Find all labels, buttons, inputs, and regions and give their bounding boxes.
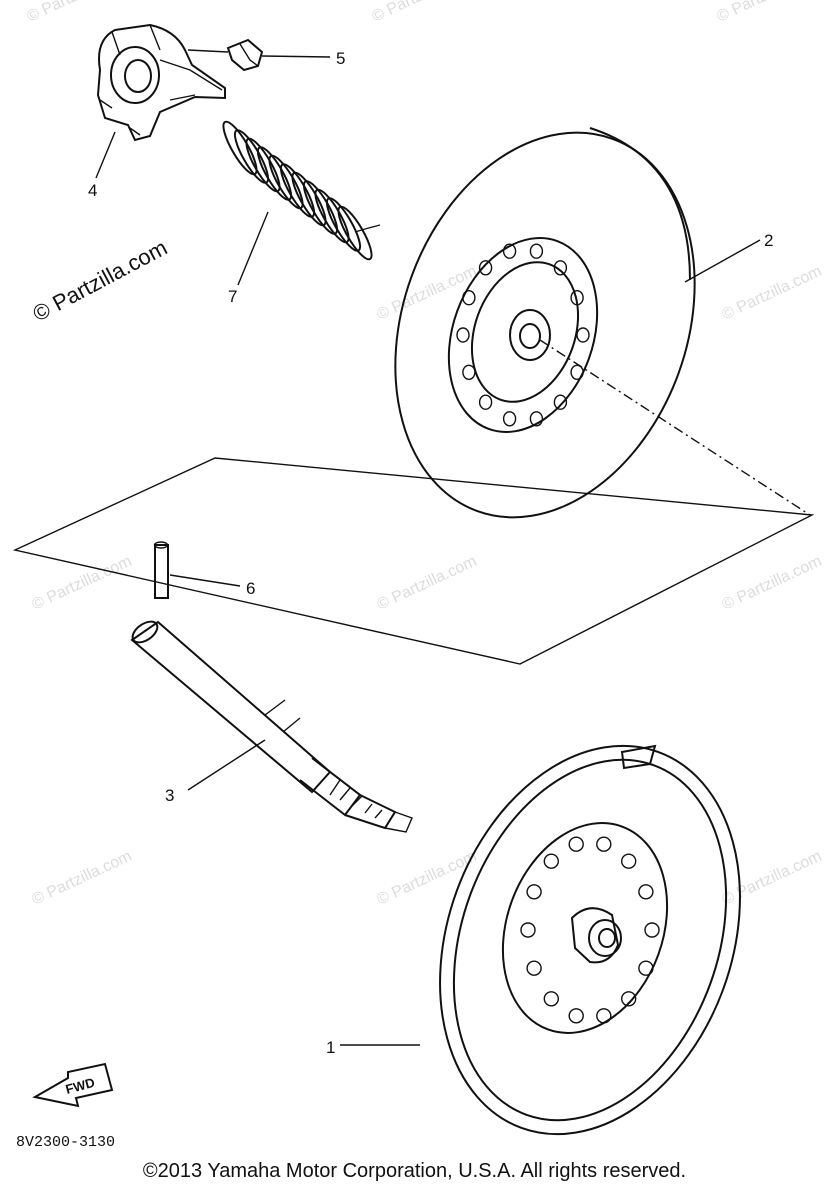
assembly-parallelogram [12,457,815,665]
watermark: © Partzilla.com [375,848,480,909]
callout-7: 7 [228,287,237,306]
watermark: © Partzilla.com [25,0,130,26]
callout-5: 5 [336,49,345,68]
fwd-arrow-icon: FWD [32,1062,114,1108]
watermark: © Partzilla.com [30,553,135,614]
callout-4: 4 [88,181,97,200]
part-5-pin [226,38,264,72]
part-6-roll-pin [153,541,169,599]
watermark: © Partzilla.com [375,553,480,614]
part-7-spring [222,120,381,261]
watermark: © Partzilla.com [720,553,825,614]
callout-3: 3 [165,786,174,805]
callout-1: 1 [326,1038,335,1057]
copyright-footer: ©2013 Yamaha Motor Corporation, U.S.A. A… [142,1160,687,1182]
part-4-bracket [96,23,226,142]
watermark: © Partzilla.com [715,0,820,26]
diagram-code: 8V2300-3130 [16,1134,115,1151]
watermark: © Partzilla.com [30,848,135,909]
part-2-sheave [394,127,696,519]
part-1-sheave [439,744,741,1136]
watermark: © Partzilla.com [370,0,475,26]
part-3-shaft [130,620,413,833]
watermark-visible: © Partzilla.com [29,235,172,327]
callout-6: 6 [246,579,255,598]
fwd-label: FWD [64,1075,96,1097]
watermarks: © Partzilla.com © Partzilla.com © Partzi… [25,0,825,909]
watermark: © Partzilla.com [720,263,825,324]
watermark: © Partzilla.com [720,848,825,909]
callout-2: 2 [764,231,773,250]
axis-line [539,339,811,516]
